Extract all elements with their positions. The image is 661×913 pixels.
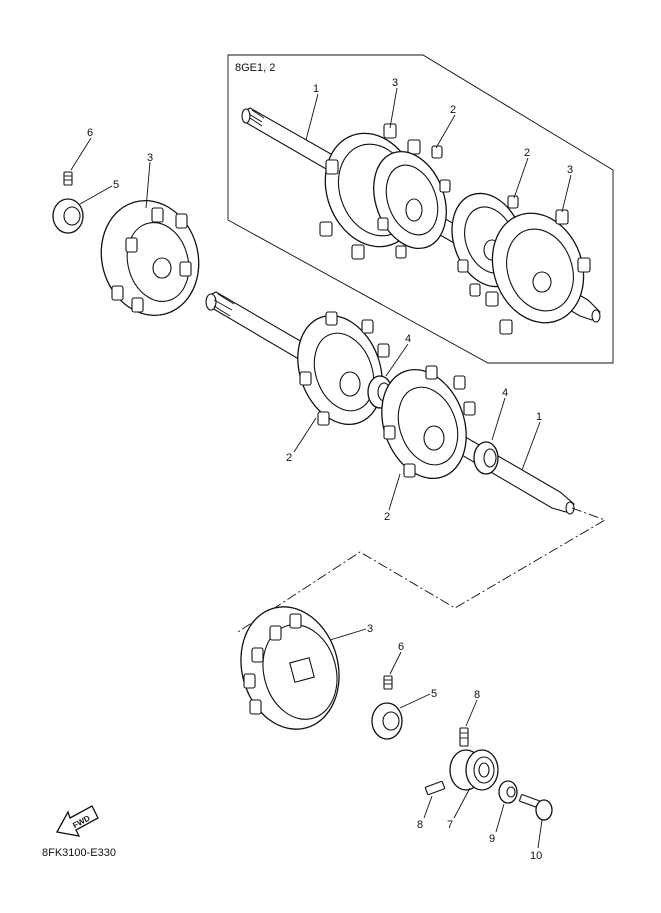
callout-2-box-b: 2 (524, 147, 530, 159)
callout-1-box: 1 (313, 83, 319, 95)
box-wheel-left (373, 145, 451, 259)
callout-3-box-b: 3 (567, 164, 573, 176)
callout-3-lower: 3 (367, 623, 373, 635)
callout-5-lower: 5 (431, 688, 437, 700)
flange-bolt (519, 794, 553, 821)
callout-4-b: 4 (502, 387, 508, 399)
fwd-arrow-icon: FWD (55, 805, 99, 837)
callout-8-b: 8 (417, 819, 423, 831)
callout-2-box-a: 2 (450, 104, 456, 116)
connection-line (237, 507, 607, 633)
callout-10: 10 (530, 850, 542, 862)
callout-3-box-a: 3 (392, 77, 398, 89)
flange-bearing (449, 749, 499, 791)
collar-lower (371, 702, 403, 740)
main-wheel-right (381, 365, 476, 480)
bearing-b (473, 441, 499, 475)
callout-2-b: 2 (384, 511, 390, 523)
callout-9: 9 (489, 833, 495, 845)
nut (498, 780, 518, 804)
callout-4-a: 4 (405, 333, 411, 345)
set-screw-lower (383, 675, 393, 690)
callout-7: 7 (447, 819, 453, 831)
variant-box-title: 8GE1, 2 (235, 62, 275, 74)
collar-upper (52, 198, 84, 234)
callout-6-lower: 6 (398, 641, 404, 653)
drawing-code: 8FK3100-E330 (42, 847, 116, 859)
idler-wheel-upper (100, 199, 200, 317)
box-sprocket-right (485, 209, 591, 335)
callout-8-a: 8 (474, 689, 480, 701)
callout-2-a: 2 (286, 452, 292, 464)
bolt-lower (424, 780, 446, 796)
callout-6-upper: 6 (87, 127, 93, 139)
callout-3-upper: 3 (147, 152, 153, 164)
main-wheel-left (297, 311, 390, 426)
set-screw-upper (63, 171, 73, 186)
callout-1-main: 1 (536, 411, 542, 423)
idler-wheel-lower (240, 606, 340, 730)
callout-5-upper: 5 (113, 179, 119, 191)
variant-box-outline (227, 54, 614, 364)
bolt-upper (459, 727, 469, 747)
